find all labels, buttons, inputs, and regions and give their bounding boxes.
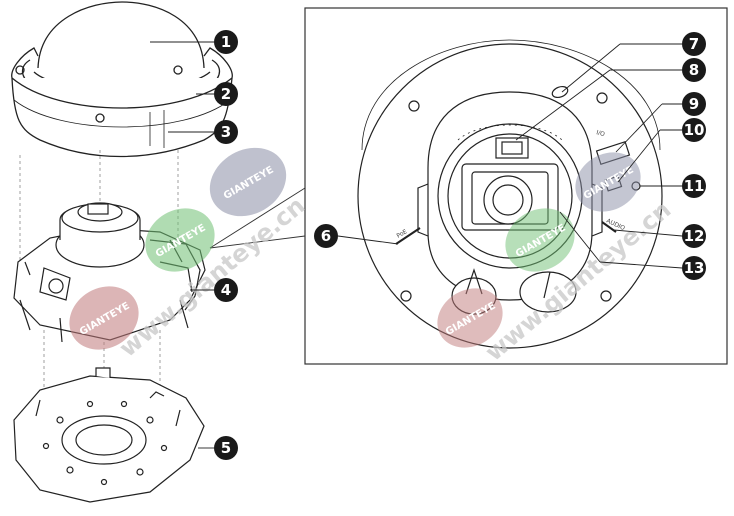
watermark-oval-gray: [209, 147, 287, 217]
svg-text:8: 8: [689, 61, 699, 79]
svg-text:1: 1: [221, 33, 231, 51]
callout-6: 6: [314, 224, 338, 248]
callout-2: 2: [214, 82, 238, 106]
leader-lines: [150, 41, 683, 449]
svg-text:9: 9: [689, 95, 699, 113]
connector-line-bottom: [209, 235, 306, 249]
svg-text:7: 7: [689, 35, 699, 53]
watermark-oval-gray: [575, 152, 641, 212]
connector-line-top: [209, 187, 306, 249]
callout-1: 1: [214, 30, 238, 54]
svg-text:13: 13: [684, 259, 705, 277]
callout-5: 5: [214, 436, 238, 460]
svg-text:5: 5: [221, 439, 231, 457]
callout-3: 3: [214, 120, 238, 144]
svg-text:2: 2: [221, 85, 231, 103]
svg-text:6: 6: [321, 227, 331, 245]
callout-13: 13: [682, 256, 706, 280]
callout-4: 4: [214, 278, 238, 302]
watermark-oval-green: [505, 208, 575, 272]
callout-10: 10: [682, 118, 706, 142]
callout-7: 7: [682, 32, 706, 56]
svg-text:3: 3: [221, 123, 231, 141]
svg-text:12: 12: [684, 227, 705, 245]
label-poe: PoE: [396, 228, 409, 240]
svg-text:11: 11: [684, 177, 705, 195]
callout-11: 11: [682, 174, 706, 198]
svg-text:10: 10: [684, 121, 705, 139]
svg-text:4: 4: [221, 281, 231, 299]
watermark-oval-red: [437, 288, 503, 348]
callout-8: 8: [682, 58, 706, 82]
dome-cover: [11, 1, 233, 158]
mounting-plate: [13, 367, 205, 503]
watermark-oval-green: [145, 208, 215, 272]
callout-12: 12: [682, 224, 706, 248]
callout-9: 9: [682, 92, 706, 116]
label-io: I/O: [595, 129, 605, 138]
watermark-oval-red: [69, 286, 139, 350]
